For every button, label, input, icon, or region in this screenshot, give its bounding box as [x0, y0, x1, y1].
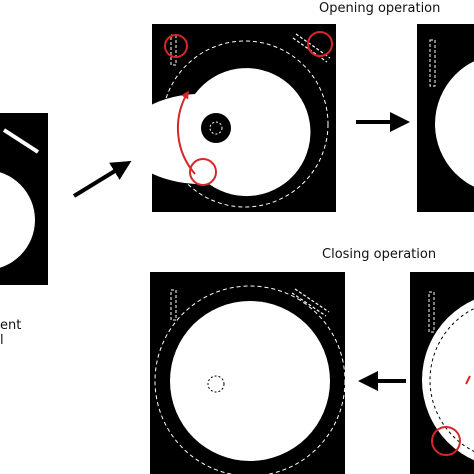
opening-panel-1 — [124, 24, 336, 212]
opening-panel-1-hub-dashed — [209, 121, 223, 135]
closing-panel-2 — [150, 272, 346, 474]
opening-panel-1-rotation-arrow — [176, 90, 196, 175]
closing-panel-1-disc — [422, 299, 474, 461]
left-panel-disc — [0, 172, 35, 268]
closing-panel-2-left-slot — [170, 289, 177, 321]
opening-panel-1-highlight-top-right — [307, 31, 333, 57]
left-caption-line2: l — [0, 333, 4, 348]
left-caption-line1: ent — [0, 318, 21, 333]
closing-panel-1 — [410, 272, 474, 474]
closing-panel-1-slot — [428, 291, 435, 333]
closing-operation-label: Closing operation — [322, 247, 436, 262]
opening-panel-1-highlight-top-left — [164, 34, 188, 58]
closing-panel-1-red-mark — [465, 375, 471, 385]
opening-panel-2-disc — [435, 61, 474, 187]
closing-panel-2-hub-dashed — [207, 375, 225, 393]
left-panel — [0, 113, 48, 285]
closing-panel-2-disc — [170, 301, 330, 461]
opening-panel-1-highlight-bottom — [189, 158, 217, 186]
opening-panel-2 — [417, 24, 474, 212]
opening-operation-label: Opening operation — [319, 1, 440, 16]
closing-panel-2-dashed-ring — [154, 285, 346, 474]
arrow-to-opening — [72, 160, 132, 198]
closing-panel-2-right-slot-line-2 — [294, 288, 330, 313]
left-panel-bar — [2, 128, 40, 154]
opening-panel-2-slot — [429, 39, 436, 87]
closing-panel-1-highlight — [431, 426, 461, 456]
closing-panel-2-right-slot-line-1 — [291, 292, 327, 317]
opening-panel-1-hub — [201, 113, 231, 143]
opening-panel-1-right-slot-line-2 — [295, 33, 331, 59]
